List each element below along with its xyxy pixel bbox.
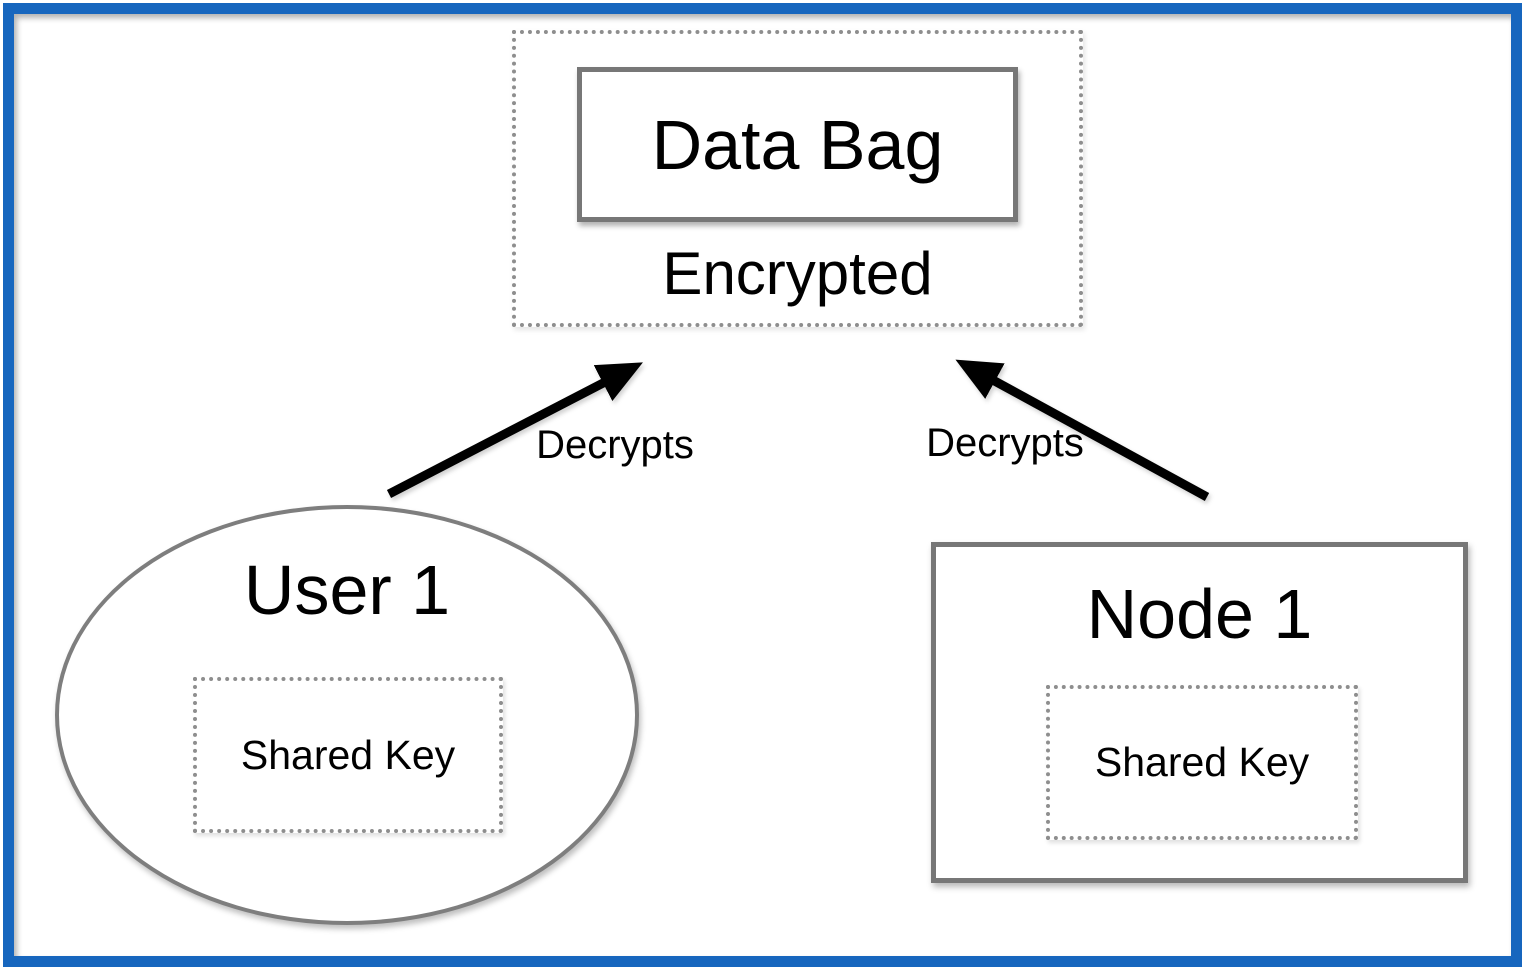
node-shared-key-label: Shared Key [1094,739,1310,785]
arrow-node-to-databag [955,359,1210,501]
data-bag-box: Data Bag [577,67,1018,222]
node-box: Node 1 Shared Key [931,542,1468,883]
node-shared-key-box: Shared Key [1046,685,1358,840]
data-bag-label: Data Bag [651,105,944,184]
user-shared-key-box: Shared Key [193,677,503,833]
encrypted-container-box: Data Bag Encrypted [512,30,1083,327]
node-label: Node 1 [1086,575,1313,653]
arrow-user-to-databag [386,362,643,498]
user-shared-key-label: Shared Key [240,731,456,778]
user-label: User 1 [243,551,451,629]
user-ellipse: User 1 Shared Key [55,505,639,925]
encrypted-label: Encrypted [662,240,933,307]
decrypts-label-user: Decrypts [536,423,694,467]
outer-blue-frame [3,3,1522,967]
decrypts-label-node: Decrypts [926,421,1084,465]
